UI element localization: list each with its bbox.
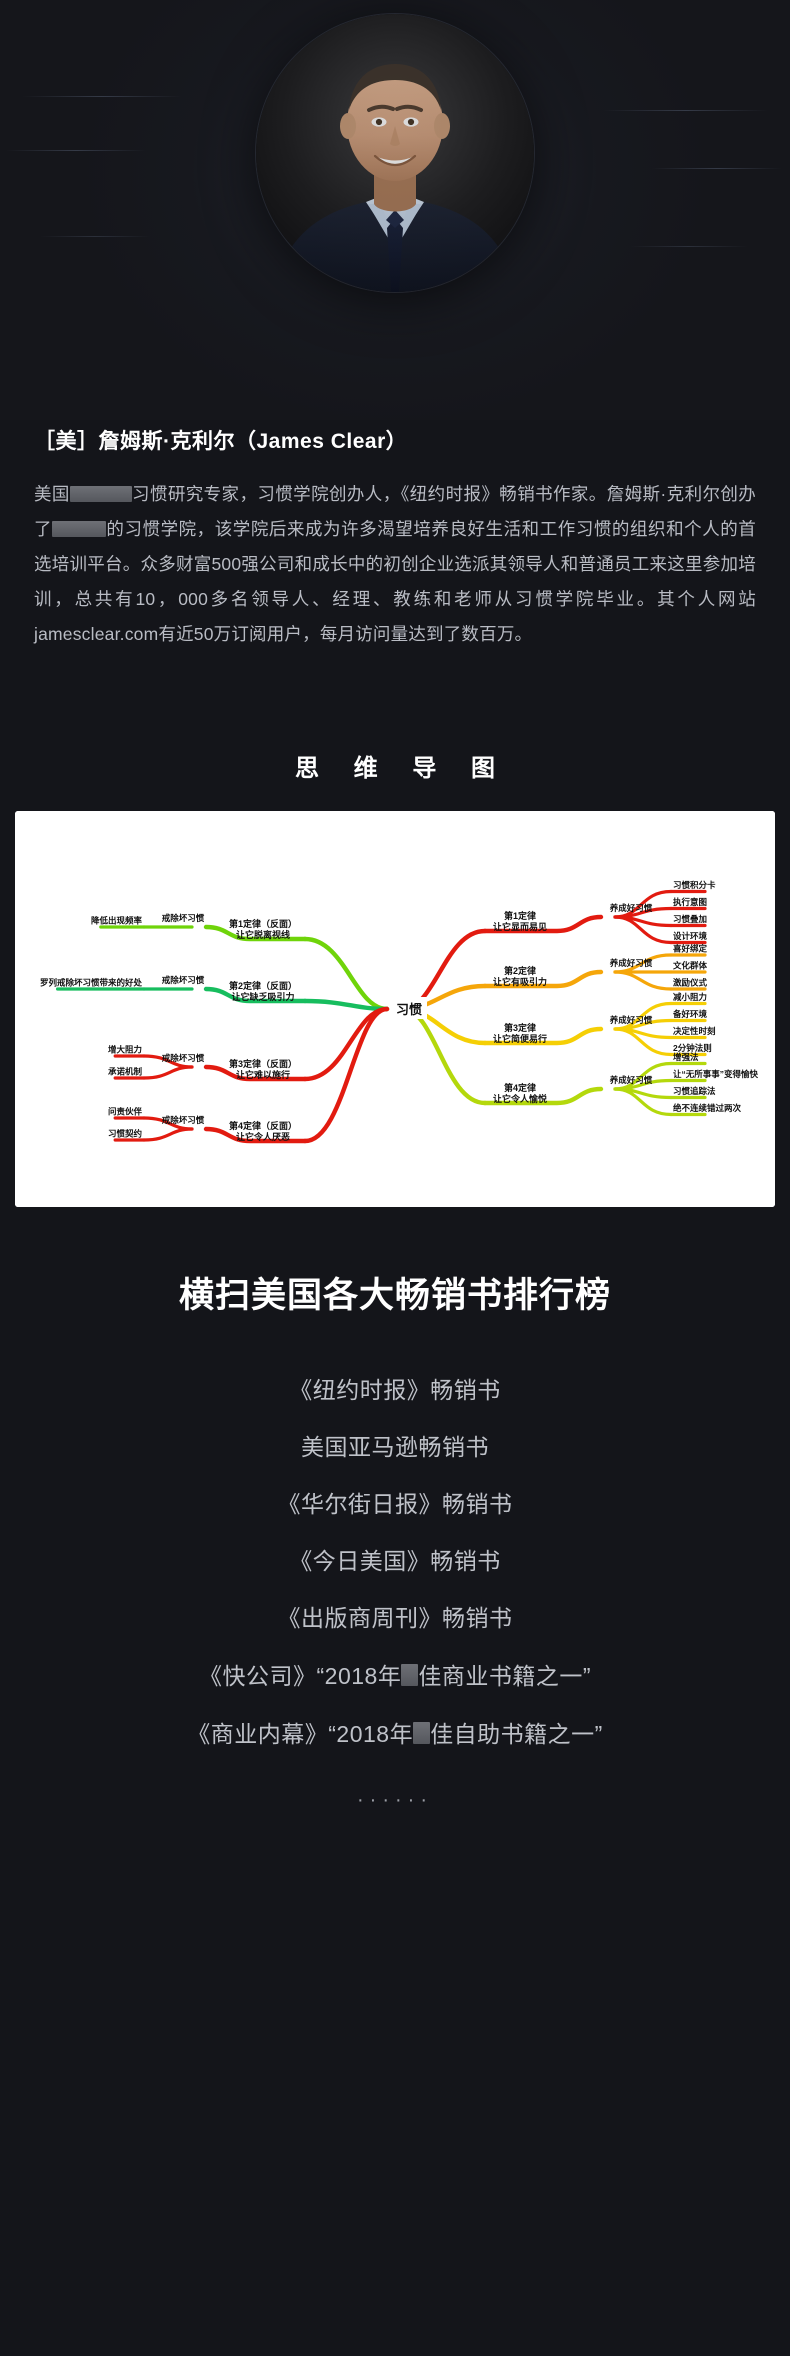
mindmap-card: 第1定律让它显而易见养成好习惯习惯积分卡执行意图习惯叠加设计环境第2定律让它有吸… [15, 811, 775, 1208]
mindmap-label: 习惯契约 [108, 1129, 143, 1139]
redacted-text [69, 485, 132, 503]
mindmap-label: 第1定律（反面） [229, 918, 297, 929]
mindmap-label: 决定性时刻 [673, 1026, 716, 1036]
bestseller-item: 《出版商周刊》畅销书 [277, 1605, 513, 1632]
bestseller-section: 横扫美国各大畅销书排行榜 《纽约时报》畅销书美国亚马逊畅销书《华尔街日报》畅销书… [0, 1267, 790, 1856]
mindmap-label: 问责伙伴 [108, 1107, 143, 1117]
mindmap-branch [482, 1027, 604, 1046]
author-bio: 美国习惯研究专家，习惯学院创办人，《纽约时报》畅销书作家。詹姆斯·克利尔创办了的… [34, 484, 756, 645]
mindmap-label: 第2定律 [504, 965, 536, 976]
mindmap-branch [613, 915, 673, 945]
mindmap-label: 绝不连续错过两次 [673, 1103, 742, 1113]
bestseller-item: 《纽约时报》畅销书 [289, 1377, 501, 1404]
bestseller-item: 《今日美国》畅销书 [289, 1548, 501, 1575]
mindmap-label: 2分钟法则 [673, 1043, 712, 1053]
mindmap-branch [613, 1087, 673, 1117]
mindmap-label: 让它令人愉悦 [493, 1093, 547, 1104]
mindmap-label: 养成好习惯 [609, 1015, 653, 1025]
bestseller-list: 《纽约时报》畅销书美国亚马逊畅销书《华尔街日报》畅销书《今日美国》畅销书《出版商… [0, 1362, 790, 1763]
mindmap-label: 增大阻力 [108, 1045, 142, 1055]
hero-section [0, 0, 790, 420]
mindmap-label: 让它脱离视线 [236, 929, 290, 940]
mindmap-label: 第4定律 [504, 1082, 536, 1093]
mindmap-label: 承诺机制 [108, 1067, 143, 1077]
portrait-illustration [256, 14, 534, 292]
mindmap-label: 罗列戒除坏习惯带来的好处 [40, 978, 143, 988]
bestseller-item: 美国亚马逊畅销书 [301, 1434, 489, 1461]
mindmap-label: 让它缺乏吸引力 [231, 991, 294, 1002]
mindmap-label: 习惯积分卡 [673, 880, 716, 890]
mindmap-label: 让它显而易见 [493, 921, 547, 932]
mindmap-labels: 第1定律让它显而易见养成好习惯习惯积分卡执行意图习惯叠加设计环境第2定律让它有吸… [40, 880, 759, 1142]
mindmap-label: 第1定律 [504, 910, 536, 921]
mindmap-label: 第3定律（反面） [229, 1058, 297, 1069]
mindmap-branch [302, 1007, 390, 1144]
author-section: ［美］詹姆斯·克利尔（James Clear） 美国习惯研究专家，习惯学院创办人… [0, 428, 790, 652]
mindmap-diagram: 第1定律让它显而易见养成好习惯习惯积分卡执行意图习惯叠加设计环境第2定律让它有吸… [15, 811, 775, 1208]
bestseller-ellipsis: ······ [357, 1788, 433, 1811]
mindmap-label: 第3定律 [504, 1022, 536, 1033]
mindmap-branch [203, 1127, 308, 1144]
mindmap-label: 养成好习惯 [609, 958, 653, 968]
mindmap-label: 养成好习惯 [609, 903, 653, 913]
mindmap-label: 备好环境 [672, 1009, 708, 1019]
mindmap-branch [302, 937, 390, 1012]
bestseller-item: 《快公司》“2018年佳商业书籍之一” [199, 1663, 591, 1690]
mindmap-label: 让它简便易行 [493, 1033, 547, 1044]
decor-line [630, 246, 748, 247]
mindmap-label: 第4定律（反面） [229, 1120, 297, 1131]
mindmap-branch [613, 970, 673, 991]
decor-line [652, 168, 782, 169]
mindmap-label: 戒除坏习惯 [162, 1115, 205, 1125]
mindmap-branch [203, 1065, 308, 1082]
mindmap-label: 习惯追踪法 [673, 1086, 716, 1096]
mindmap-root-bg [391, 997, 427, 1020]
redacted-text [52, 520, 107, 538]
mindmap-label: 文化群体 [673, 961, 708, 971]
mindmap-label: 习惯叠加 [673, 914, 707, 924]
mindmap-label: 养成好习惯 [609, 1075, 653, 1085]
mindmap-label: 喜好绑定 [673, 944, 708, 954]
decor-line [22, 96, 182, 97]
mindmap-label: 设计环境 [673, 931, 708, 941]
decor-line [40, 236, 150, 237]
mindmap-branch [142, 1127, 194, 1142]
mindmap-label: 降低出现频率 [91, 916, 143, 926]
mindmap-label: 让它令人厌恶 [236, 1131, 290, 1142]
mindmap-label: 习惯 [396, 1002, 422, 1017]
mindmap-label: 第2定律（反面） [229, 980, 297, 991]
decor-line [603, 110, 768, 111]
mindmap-branch [482, 970, 604, 989]
author-name: ［美］詹姆斯·克利尔（James Clear） [34, 430, 408, 453]
mindmap-branch [142, 1065, 194, 1080]
mindmap-heading: 思 维 导 图 [294, 755, 509, 783]
mindmap-label: 让它难以施行 [236, 1069, 290, 1080]
mindmap-branch [203, 987, 308, 1004]
redacted-text [401, 1664, 419, 1687]
redacted-text [413, 1722, 431, 1744]
mindmap-label: 执行意图 [673, 897, 707, 907]
mindmap-label: 让“无所事事”变得愉快 [673, 1069, 759, 1079]
mindmap-label: 减小阻力 [673, 992, 707, 1002]
mindmap-label: 让它有吸引力 [493, 976, 547, 987]
mindmap-label: 增强法 [673, 1052, 699, 1062]
mindmap-label: 激励仪式 [673, 978, 708, 988]
mindmap-branch [203, 925, 308, 942]
bestseller-title: 横扫美国各大畅销书排行榜 [178, 1276, 611, 1316]
author-portrait [256, 14, 534, 292]
bestseller-item: 《华尔街日报》畅销书 [277, 1491, 513, 1518]
mindmap-label: 戒除坏习惯 [162, 1053, 205, 1063]
bestseller-item: 《商业内幕》“2018年佳自助书籍之一” [187, 1720, 603, 1747]
mindmap-label: 戒除坏习惯 [162, 913, 205, 923]
mindmap-branch [482, 1087, 604, 1106]
decor-line [6, 150, 146, 151]
mindmap-branch [613, 1027, 673, 1057]
mindmap-branch [482, 915, 604, 934]
mindmap-label: 戒除坏习惯 [162, 975, 205, 985]
